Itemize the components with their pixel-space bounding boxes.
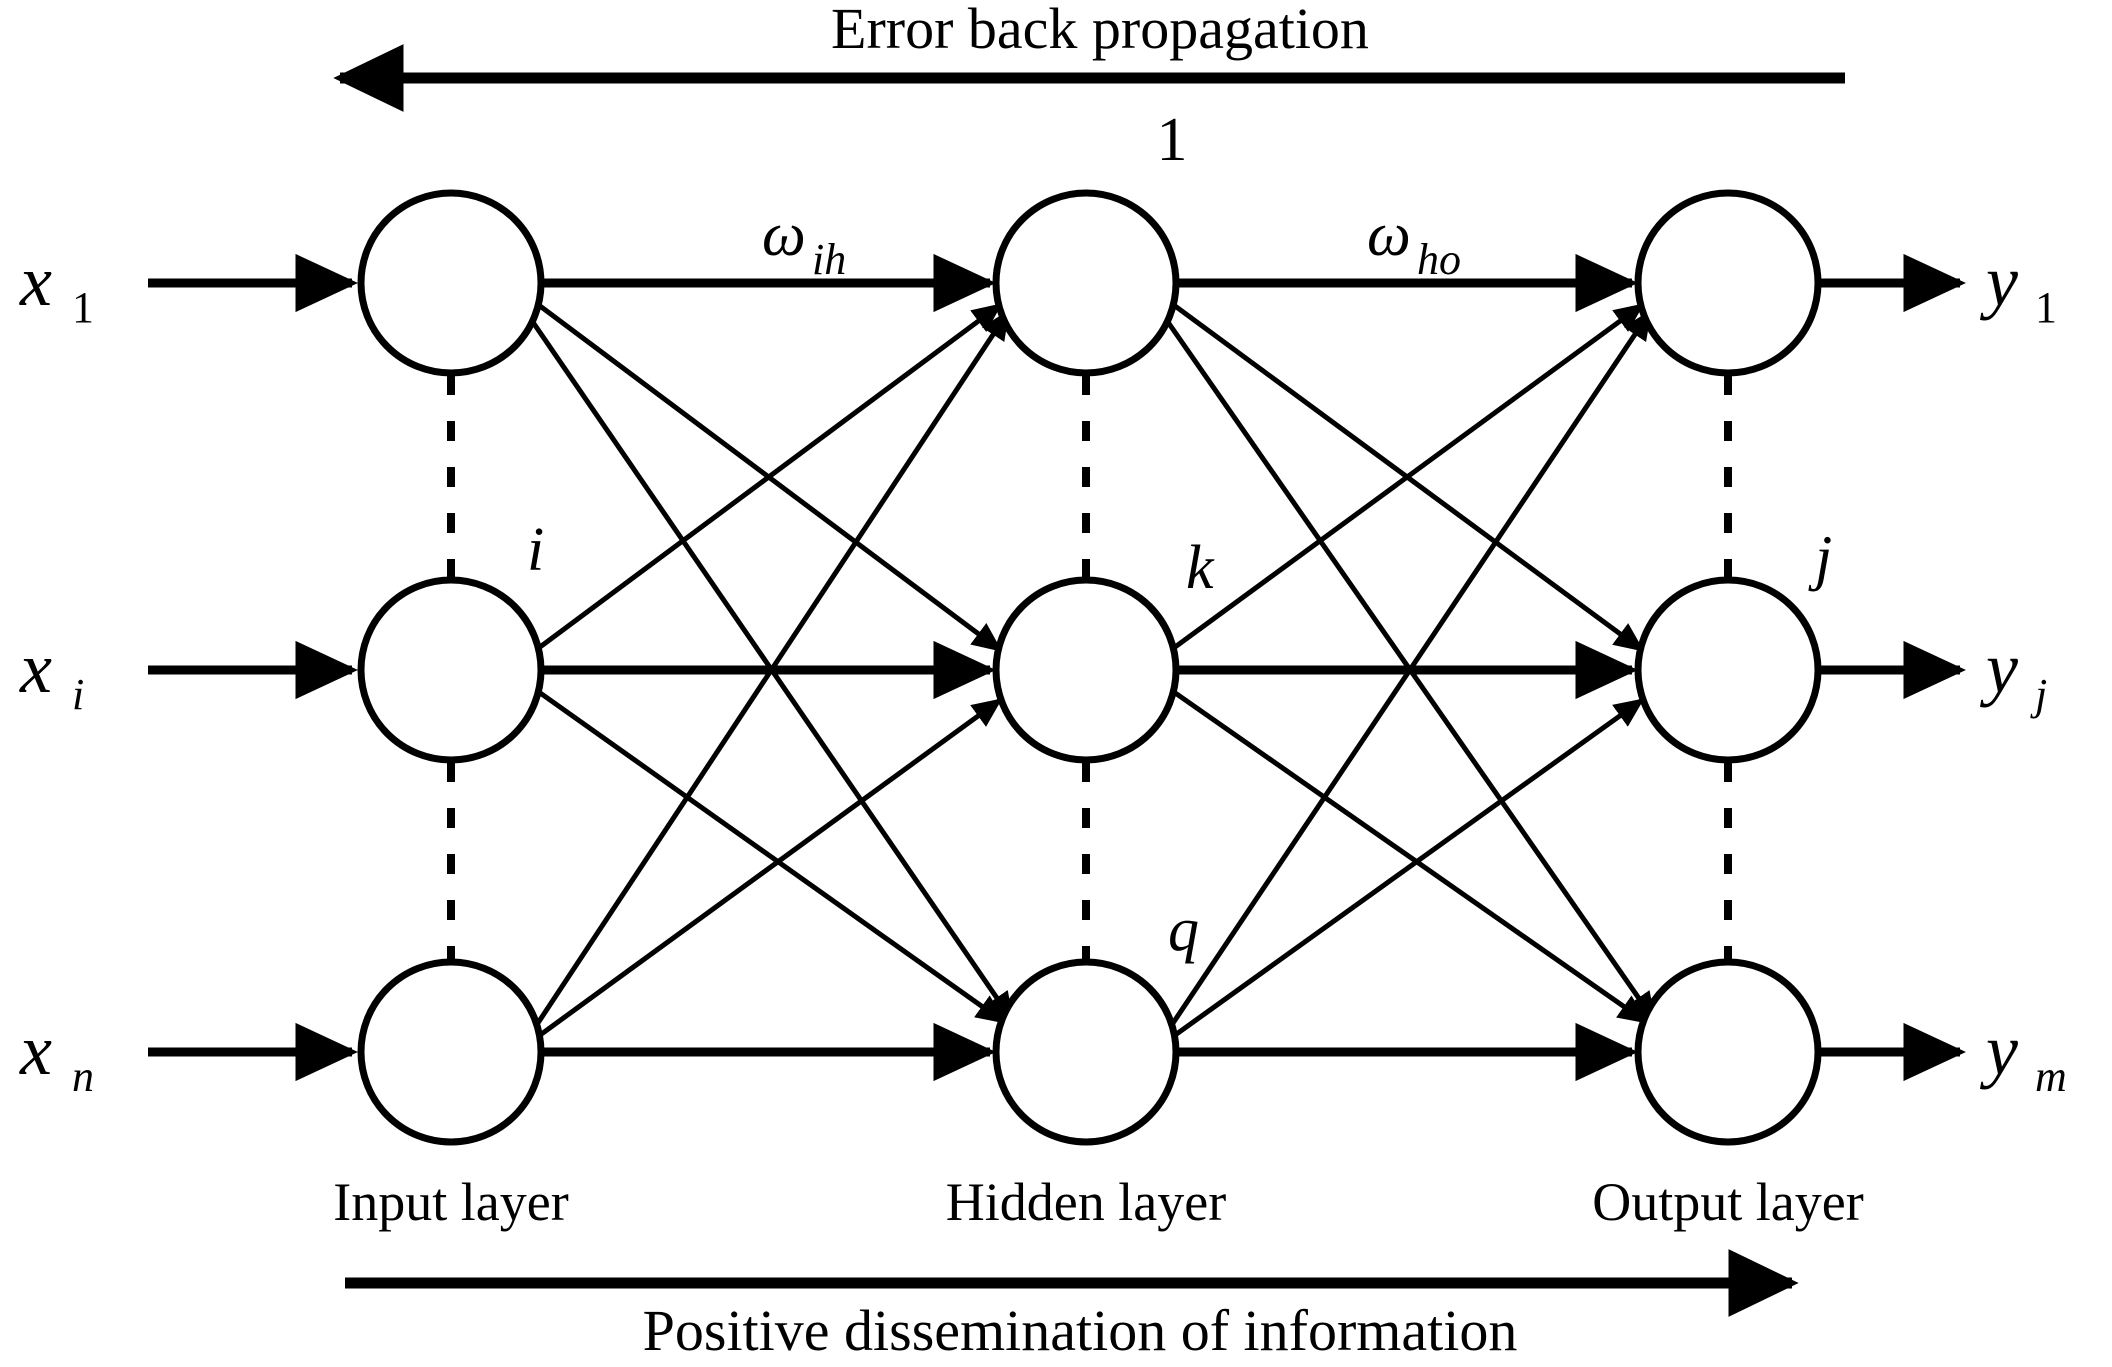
input-label-xi: x i [19,628,84,719]
error-backprop-caption: Error back propagation [831,0,1369,61]
output-sub-ym: m [2035,1052,2067,1101]
output-base-y1: y [1979,241,2018,321]
node-hidden-1[interactable] [992,189,1180,377]
input-feed-arrows [148,253,358,1082]
omega-base-ih: ω [762,201,806,269]
node-output-1[interactable] [1634,189,1822,377]
hidden-output-edges [1160,253,1657,1082]
input-sub-x1: 1 [72,283,94,332]
input-sub-xn: n [72,1052,94,1101]
output-sub-yj: j [2030,670,2047,719]
layer-output-nodes [1634,189,1822,1146]
omega-sub-ho: ho [1417,235,1461,284]
forward-flow-caption: Positive dissemination of information [643,1298,1518,1363]
node-hidden-k[interactable] [992,576,1180,764]
output-index-j: j [1808,524,1832,592]
layer-input-nodes [357,189,545,1146]
hidden-top-index-1: 1 [1157,106,1188,174]
layer-caption-input: Input layer [333,1172,568,1232]
hidden-bottom-index-q: q [1168,896,1199,964]
weight-label-ho: ω ho [1367,201,1461,284]
layer-caption-hidden: Hidden layer [946,1172,1226,1232]
node-input-i[interactable] [357,576,545,764]
input-label-x1: x 1 [19,241,94,332]
hidden-index-k: k [1186,534,1215,602]
input-base-x1: x [19,241,52,321]
output-sub-y1: 1 [2035,283,2057,332]
input-label-xn: x n [19,1010,94,1101]
layer-caption-output: Output layer [1592,1172,1863,1232]
output-label-y1: y 1 [1979,241,2057,332]
weight-label-ih: ω ih [762,201,846,284]
input-hidden-edges [525,253,1015,1082]
layer-hidden-nodes [992,189,1180,1146]
node-output-m[interactable] [1634,958,1822,1146]
output-label-ym: y m [1979,1010,2067,1101]
node-output-j[interactable] [1634,576,1822,764]
node-input-n[interactable] [357,958,545,1146]
input-base-xn: x [19,1010,52,1090]
output-label-yj: y j [1979,628,2047,719]
omega-sub-ih: ih [812,235,846,284]
input-index-i: i [527,516,544,584]
node-input-1[interactable] [357,189,545,377]
input-sub-xi: i [72,670,84,719]
output-exit-arrows [1818,253,1966,1082]
vertical-dashed-connectors [447,375,1732,960]
output-base-yj: y [1979,628,2018,708]
input-base-xi: x [19,628,52,708]
node-hidden-q[interactable] [992,958,1180,1146]
omega-base-ho: ω [1367,201,1411,269]
output-base-ym: y [1979,1010,2018,1090]
